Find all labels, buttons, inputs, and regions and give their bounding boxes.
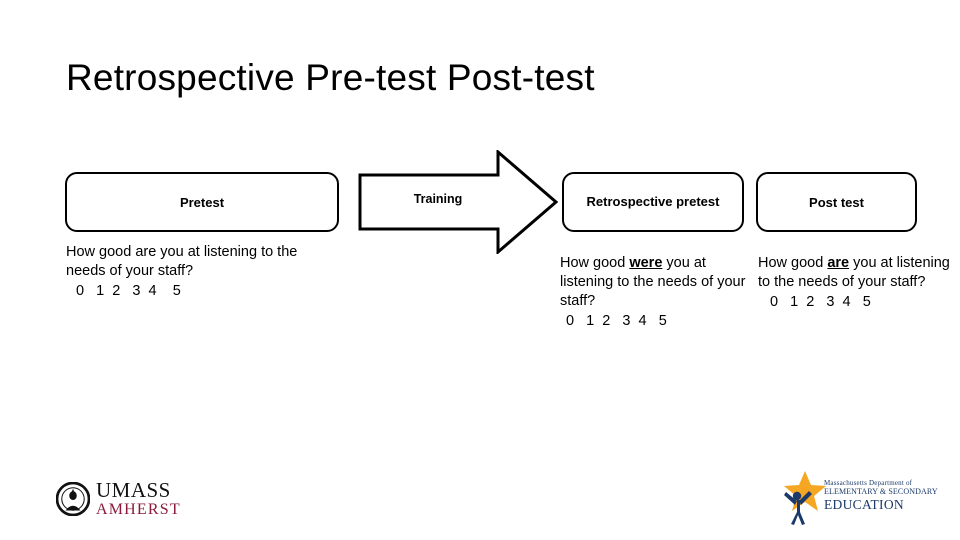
umass-seal-icon [56,482,90,516]
question-text-post-rest: you at listening to the needs of your st… [758,255,950,290]
stage-box-post-test-label: Post test [809,194,864,210]
question-text-retrospective-emphasis: were [629,255,663,271]
question-text-pretest: How good are you at listening to the nee… [66,243,328,281]
umass-wordmark-line2: AMHERST [96,501,181,518]
stage-box-pretest-label: Pretest [179,194,225,210]
right-arrow-icon [358,150,558,254]
question-block-pretest: How good are you at listening to the nee… [66,243,328,301]
stage-arrow-training[interactable]: Training [358,150,558,254]
question-text-pretest-value: How good are you at listening to the nee… [66,244,298,279]
dese-wordmark-line3: EDUCATION [824,496,904,512]
rating-scale-retrospective: 0 1 2 3 4 5 [566,313,667,329]
dese-star-figure-icon [784,471,826,525]
question-text-post-lead: How good [758,255,828,271]
question-block-retrospective: How good were you at listening to the ne… [560,254,746,331]
stage-box-pretest[interactable]: Pretest [65,172,339,232]
question-text-post-emphasis: are [827,255,850,271]
stage-box-retrospective-pretest[interactable]: Retrospective pretest [562,172,744,232]
rating-scale-pretest: 0 1 2 3 4 5 [76,283,181,299]
question-text-retrospective: How good were you at listening to the ne… [560,254,746,311]
umass-wordmark: UMASS AMHERST [96,480,181,518]
dese-wordmark-line1: Massachusetts Department of [824,479,913,487]
question-text-post: How good are you at listening to the nee… [758,254,950,292]
massachusetts-dese-logo: Massachusetts Department of ELEMENTARY &… [778,470,938,526]
dese-wordmark-line2: ELEMENTARY & SECONDARY [824,487,938,497]
umass-amherst-logo: UMASS AMHERST [56,478,216,520]
page-title: Retrospective Pre-test Post-test [66,57,595,98]
question-block-post: How good are you at listening to the nee… [758,254,950,312]
stage-arrow-training-label: Training [413,192,463,206]
question-text-retrospective-rest: you at listening to the needs of your st… [560,255,746,309]
rating-scale-post: 0 1 2 3 4 5 [770,294,871,310]
question-text-retrospective-lead: How good [560,255,630,271]
dese-wordmark: Massachusetts Department of ELEMENTARY &… [824,479,938,512]
stage-box-retrospective-pretest-label: Retrospective pretest [586,194,720,209]
stage-box-post-test[interactable]: Post test [756,172,917,232]
umass-wordmark-line1: UMASS [96,478,171,502]
